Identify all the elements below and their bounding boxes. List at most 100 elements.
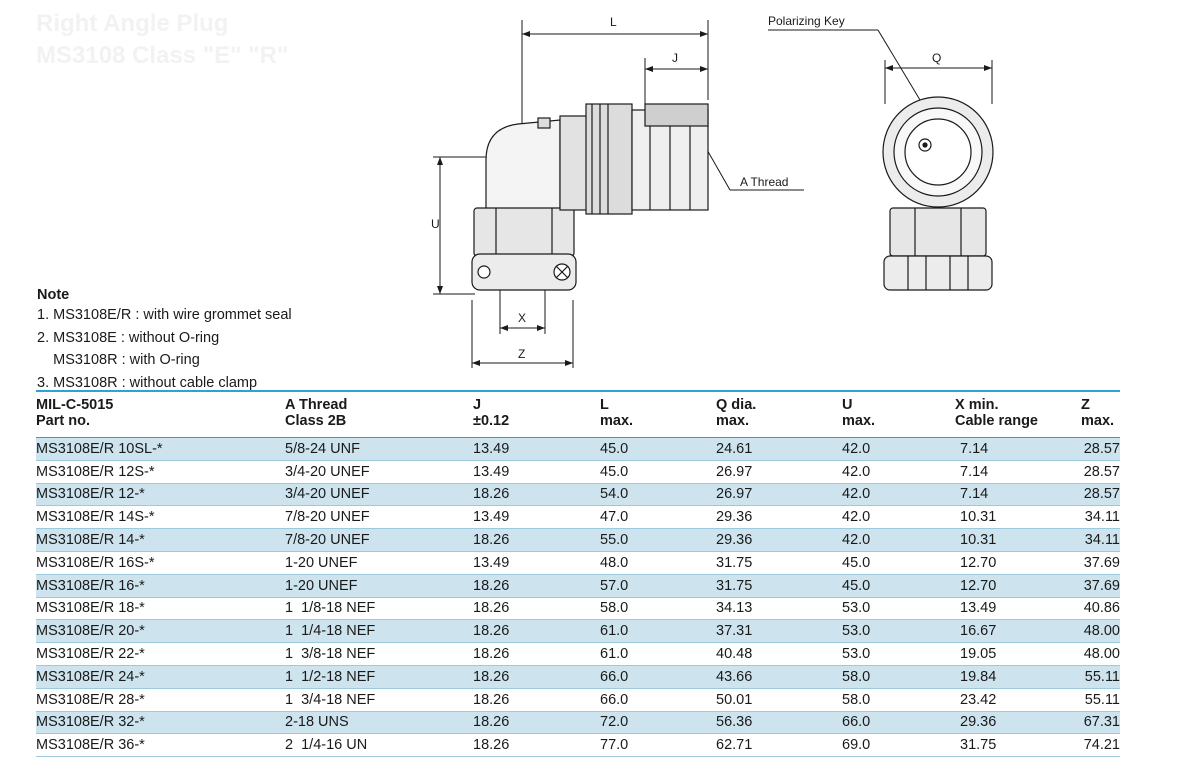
cell-x-min: 10.31 — [960, 532, 997, 549]
cell-a-thread: 1-20 UNEF — [285, 554, 358, 571]
cell-q-dia: 26.97 — [716, 463, 753, 480]
dim-u-label: U — [431, 217, 440, 231]
cell-l: 48.0 — [600, 554, 629, 571]
connector-drawing: L J U X Z Q Polarizing Key A Thread — [431, 14, 994, 368]
cell-part-no: MS3108E/R 20-* — [36, 623, 145, 640]
cell-u: 53.0 — [842, 600, 871, 617]
cell-j: 13.49 — [473, 554, 510, 571]
cell-part-no: MS3108E/R 12S-* — [36, 463, 155, 480]
cell-a-thread: 1 1/2-18 NEF — [285, 668, 376, 685]
cell-part-no: MS3108E/R 18-* — [36, 600, 145, 617]
cell-a-thread: 1 3/4-18 NEF — [285, 691, 376, 708]
cell-j: 18.26 — [473, 714, 510, 731]
cell-a-thread: 1-20 UNEF — [285, 577, 358, 594]
cell-j: 18.26 — [473, 532, 510, 549]
cell-l: 66.0 — [600, 691, 629, 708]
cell-j: 13.49 — [473, 509, 510, 526]
cell-z: 28.57 — [1083, 463, 1120, 480]
cell-part-no: MS3108E/R 32-* — [36, 714, 145, 731]
page-title: Right Angle Plug — [36, 10, 229, 37]
cell-u: 66.0 — [842, 714, 871, 731]
cell-q-dia: 34.13 — [716, 600, 753, 617]
cell-x-min: 13.49 — [960, 600, 997, 617]
cell-x-min: 29.36 — [960, 714, 997, 731]
cell-z: 34.11 — [1084, 509, 1120, 526]
cell-x-min: 12.70 — [960, 554, 997, 571]
note-line: MS3108R : with O-ring — [37, 352, 200, 369]
note-line: 3. MS3108R : without cable clamp — [37, 375, 258, 392]
cell-j: 18.26 — [473, 577, 510, 594]
cell-j: 18.26 — [473, 668, 510, 685]
cell-part-no: MS3108E/R 10SL-* — [36, 440, 163, 457]
notes-block: Note 1. MS3108E/R : with wire grommet se… — [37, 287, 292, 395]
cell-l: 77.0 — [600, 737, 629, 754]
cell-x-min: 31.75 — [960, 737, 997, 754]
cell-z: 74.21 — [1083, 737, 1120, 754]
cell-u: 69.0 — [842, 737, 871, 754]
cell-z: 67.31 — [1083, 714, 1120, 731]
cell-u: 42.0 — [842, 532, 871, 549]
cell-a-thread: 2-18 UNS — [285, 714, 349, 731]
cell-u: 53.0 — [842, 646, 871, 663]
table-row: MS3108E/R 24-* 1 1/2-18 NEF 18.26 66.0 43.66… — [36, 665, 1120, 689]
cell-z: 28.57 — [1083, 440, 1120, 457]
cell-a-thread: 1 3/8-18 NEF — [285, 646, 376, 663]
cell-l: 58.0 — [600, 600, 629, 617]
note-line: 2. MS3108E : without O-ring — [37, 329, 220, 346]
cell-q-dia: 29.36 — [716, 532, 753, 549]
cell-j: 18.26 — [473, 600, 510, 617]
note-line: 1. MS3108E/R : with wire grommet seal — [37, 306, 292, 323]
cell-q-dia: 24.61 — [716, 440, 753, 457]
cell-u: 42.0 — [842, 509, 871, 526]
polarizing-key-label: Polarizing Key — [768, 14, 845, 28]
cell-x-min: 7.14 — [960, 486, 989, 503]
dim-j-label: J — [672, 51, 678, 65]
dim-z-label: Z — [518, 347, 525, 361]
cell-a-thread: 7/8-20 UNEF — [285, 532, 370, 549]
cell-l: 61.0 — [600, 646, 629, 663]
cell-l: 45.0 — [600, 463, 629, 480]
cell-z: 55.11 — [1084, 691, 1120, 708]
cell-j: 18.26 — [473, 691, 510, 708]
cell-x-min: 12.70 — [960, 577, 997, 594]
cell-z: 55.11 — [1084, 668, 1120, 685]
cell-q-dia: 37.31 — [716, 623, 753, 640]
page-subtitle: MS3108 Class "E" "R" — [36, 42, 289, 69]
cell-q-dia: 40.48 — [716, 646, 753, 663]
cell-j: 18.26 — [473, 623, 510, 640]
cell-x-min: 7.14 — [960, 463, 989, 480]
cell-z: 37.69 — [1083, 554, 1120, 571]
cell-part-no: MS3108E/R 14-* — [36, 532, 145, 549]
cell-l: 47.0 — [600, 509, 629, 526]
cell-z: 28.57 — [1083, 486, 1120, 503]
cell-q-dia: 50.01 — [716, 691, 753, 708]
cell-q-dia: 31.75 — [716, 554, 753, 571]
table-top-rule — [36, 390, 1120, 392]
cell-u: 42.0 — [842, 463, 871, 480]
cell-q-dia: 43.66 — [716, 668, 753, 685]
cell-j: 18.26 — [473, 486, 510, 503]
cell-l: 66.0 — [600, 668, 629, 685]
cell-a-thread: 1 1/4-18 NEF — [285, 623, 376, 640]
cell-x-min: 23.42 — [960, 691, 997, 708]
dim-q-label: Q — [932, 51, 941, 65]
cell-l: 55.0 — [600, 532, 629, 549]
cell-j: 18.26 — [473, 737, 510, 754]
cell-a-thread: 7/8-20 UNEF — [285, 509, 370, 526]
side-view — [471, 103, 709, 291]
cell-l: 72.0 — [600, 714, 629, 731]
cell-a-thread: 3/4-20 UNEF — [285, 463, 370, 480]
cell-part-no: MS3108E/R 24-* — [36, 668, 145, 685]
